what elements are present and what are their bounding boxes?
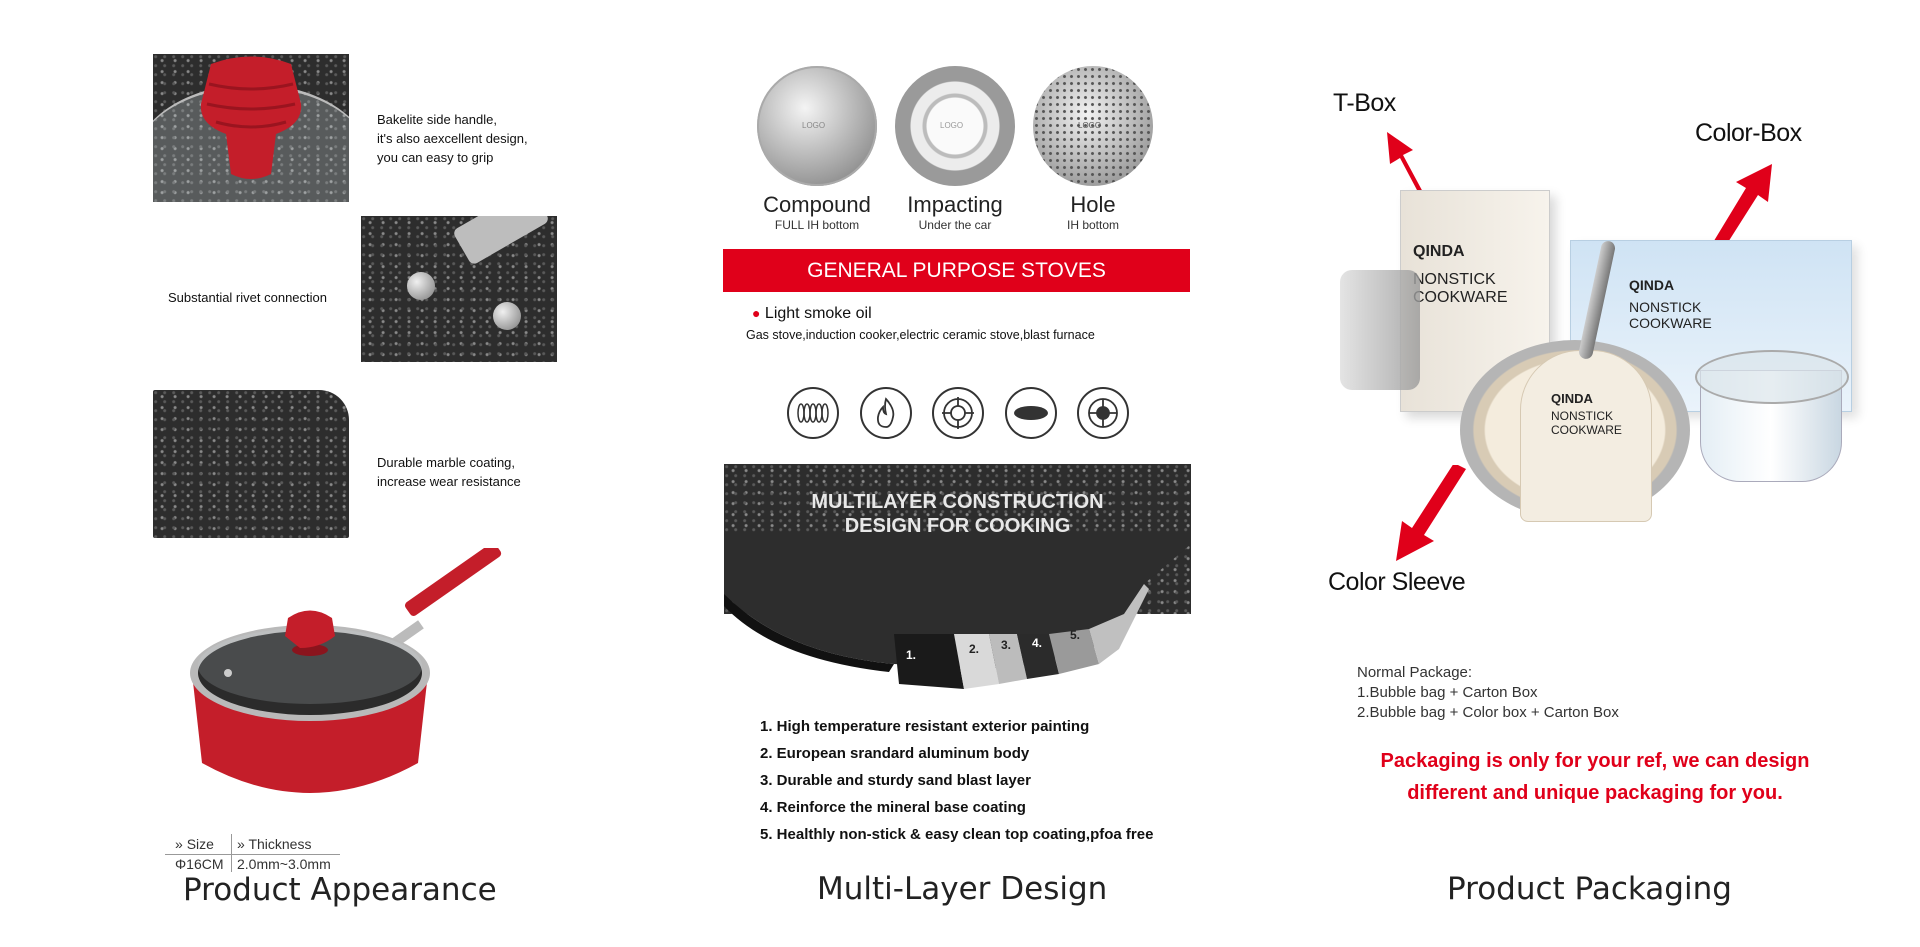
spec-top-rule bbox=[165, 854, 340, 855]
logo-mark: LOGO bbox=[1078, 121, 1102, 130]
hole-bottom-disc: LOGO bbox=[1033, 66, 1153, 186]
feature-2: 2. European srandard aluminum body bbox=[760, 745, 1030, 762]
logo-mark: LOGO bbox=[802, 121, 826, 130]
multilayer-design-panel: LOGO LOGO LOGO Compound FULL IH bottom I… bbox=[640, 0, 1280, 947]
marble-coating-image bbox=[153, 390, 349, 538]
product-appearance-panel: Bakelite side handle, it's also aexcelle… bbox=[0, 0, 640, 947]
layer-number-2: 2. bbox=[969, 642, 980, 656]
gas-burner-icon bbox=[932, 387, 984, 439]
multilayer-caption: Multi-Layer Design bbox=[817, 871, 1108, 907]
thickness-label: » Thickness bbox=[237, 836, 312, 852]
multilayer-construction-image: MULTILAYER CONSTRUCTION DESIGN FOR COOKI… bbox=[724, 464, 1191, 694]
layer-number-3: 3. bbox=[1001, 638, 1012, 652]
packaging-caption: Product Packaging bbox=[1447, 871, 1732, 907]
feature-1: 1. High temperature resistant exterior p… bbox=[760, 718, 1090, 735]
layer-number-4: 4. bbox=[1032, 636, 1043, 650]
color-sleeve-arrow-icon bbox=[1396, 465, 1466, 561]
stove-types: Gas stove,induction cooker,electric cera… bbox=[746, 328, 1095, 342]
layer-number-5: 5. bbox=[1070, 628, 1081, 642]
spec-table: » Size » Thickness Φ16CM 2.0mm~3.0mm bbox=[165, 834, 345, 872]
size-label: » Size bbox=[175, 836, 214, 852]
packaging-disclaimer: Packaging is only for your ref, we can d… bbox=[1380, 750, 1810, 804]
spec-divider bbox=[231, 834, 232, 872]
color-sleeve-label: Color Sleeve bbox=[1328, 568, 1466, 596]
color-sleeve-shape: QINDA NONSTICK COOKWARE bbox=[1520, 350, 1652, 522]
compound-bottom-disc: LOGO bbox=[757, 66, 877, 186]
construction-title: MULTILAYER CONSTRUCTION DESIGN FOR COOKI… bbox=[811, 491, 1104, 537]
t-box-brand: QINDA bbox=[1413, 243, 1465, 260]
color-box-brand: QINDA bbox=[1629, 277, 1675, 293]
induction-coil-icon bbox=[787, 387, 839, 439]
hole-label: Hole IH bottom bbox=[1066, 192, 1120, 232]
packaging-photo: QINDA NONSTICK COOKWARE QINDA NONSTICK C… bbox=[1340, 190, 1870, 530]
stoves-banner: GENERAL PURPOSE STOVES bbox=[723, 249, 1190, 292]
pan-cross-section bbox=[724, 534, 1191, 689]
product-packaging-panel: T-Box Color-Box Color Sleeve QINDA NONST… bbox=[1280, 0, 1920, 947]
saucepan-lid-shape bbox=[1695, 350, 1849, 404]
rivet-closeup-image bbox=[361, 216, 557, 362]
color-box-label: Color-Box bbox=[1695, 119, 1802, 147]
pot-behind-shape bbox=[1340, 270, 1420, 390]
impacting-bottom-disc: LOGO bbox=[895, 66, 1015, 186]
thickness-value: 2.0mm~3.0mm bbox=[237, 856, 331, 872]
rivet-1 bbox=[407, 272, 435, 300]
appearance-caption: Product Appearance bbox=[183, 872, 497, 908]
handle-note: Bakelite side handle, it's also aexcelle… bbox=[377, 112, 528, 165]
compound-label: Compound FULL IH bottom bbox=[763, 192, 871, 232]
normal-package-info: Normal Package: 1.Bubble bag + Carton Bo… bbox=[1357, 664, 1619, 721]
flame-icon bbox=[860, 387, 912, 439]
t-box-shape: QINDA NONSTICK COOKWARE bbox=[1400, 190, 1550, 412]
red-knob-shape bbox=[200, 56, 302, 179]
coating-note: Durable marble coating, increase wear re… bbox=[377, 455, 521, 489]
t-box-text: NONSTICK COOKWARE bbox=[1413, 271, 1508, 306]
t-box-label: T-Box bbox=[1333, 89, 1396, 117]
feature-3: 3. Durable and sturdy sand blast layer bbox=[760, 772, 1031, 789]
ceramic-plate-icon bbox=[1005, 387, 1057, 439]
color-box-arrow-icon bbox=[1706, 164, 1772, 258]
size-value: Φ16CM bbox=[175, 856, 224, 872]
knob-closeup-image bbox=[153, 54, 349, 202]
sleeve-brand: QINDA bbox=[1551, 391, 1593, 406]
smoke-note: ● Light smoke oil bbox=[752, 305, 872, 322]
color-box-text: NONSTICK COOKWARE bbox=[1629, 299, 1712, 331]
rivet-note: Substantial rivet connection bbox=[168, 290, 327, 305]
logo-mark: LOGO bbox=[940, 121, 964, 130]
sleeve-text: NONSTICK COOKWARE bbox=[1551, 409, 1622, 437]
red-bullet-icon: ● bbox=[752, 305, 761, 321]
rivet-2 bbox=[493, 302, 521, 330]
handle-bracket-shape bbox=[452, 216, 550, 266]
hotplate-icon bbox=[1077, 387, 1129, 439]
feature-5: 5. Healthly non-stick & easy clean top c… bbox=[760, 826, 1154, 843]
feature-4: 4. Reinforce the mineral base coating bbox=[760, 799, 1026, 816]
red-saucepan-image bbox=[190, 548, 502, 793]
impacting-label: Impacting Under the car bbox=[907, 192, 1003, 232]
layer-number-1: 1. bbox=[906, 648, 917, 662]
